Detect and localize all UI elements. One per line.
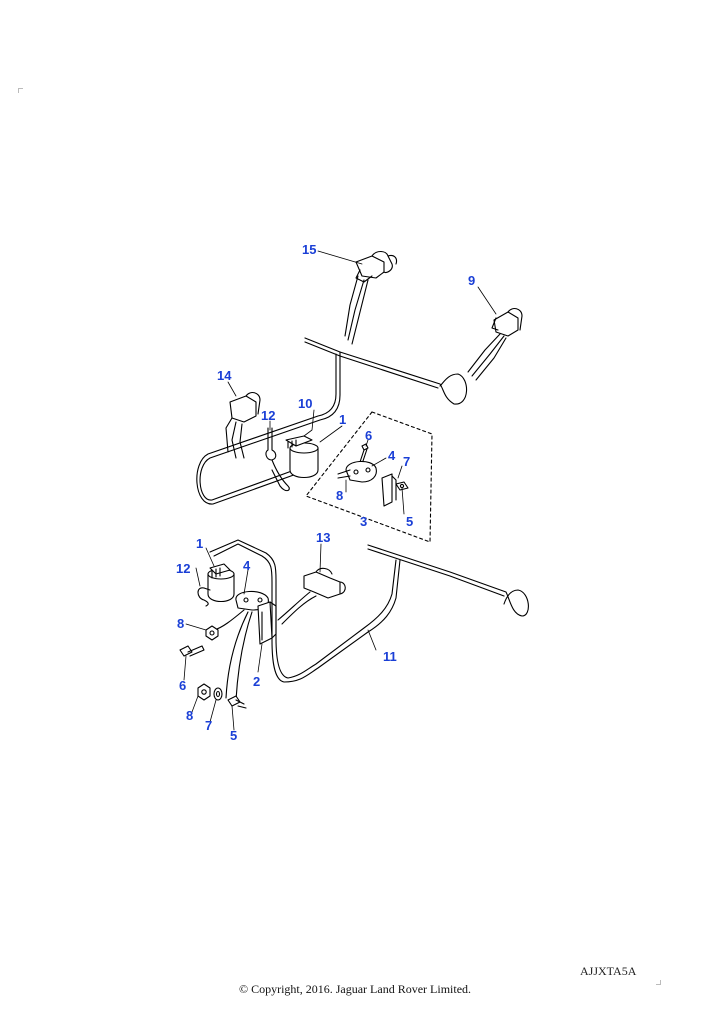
- upper-brake-pipe: [196, 337, 468, 505]
- bolt-6-lower-icon: [179, 645, 205, 657]
- clip-12-upper-icon: [265, 427, 290, 492]
- pipe-run-lower-d: [277, 591, 311, 621]
- diagram-reference-code: AJJXTA5A: [580, 964, 637, 978]
- callout-2: 2: [253, 674, 260, 689]
- callout-4-lower: 4: [243, 558, 251, 573]
- pipe-fitting-9-icon: [467, 307, 523, 381]
- pipe-fitting-15-icon: [344, 250, 398, 345]
- nut-8-lower-b-icon: [197, 683, 211, 701]
- callout-8-lower: 8: [177, 616, 184, 631]
- callout-4-kit: 4: [388, 448, 396, 463]
- callout-14: 14: [217, 368, 232, 383]
- callout-1-lower: 1: [196, 536, 203, 551]
- clamp-4-kit-icon: [337, 460, 377, 483]
- pipe-fitting-13-icon: [303, 567, 346, 599]
- bracket-2-icon: [257, 601, 277, 645]
- nut-8-lower-icon: [205, 625, 219, 641]
- callout-8-kit: 8: [336, 488, 343, 503]
- pipe-run-lower-e: [281, 595, 317, 625]
- bolt-6-kit-icon: [359, 443, 369, 463]
- callout-8-lower-b: 8: [186, 708, 193, 723]
- callout-5-lower: 5: [230, 728, 237, 743]
- callout-6-lower: 6: [179, 678, 186, 693]
- kit-3-dashed-outline: [305, 411, 433, 543]
- pipe-run-lower-c: [235, 611, 253, 701]
- callout-12-upper: 12: [261, 408, 275, 423]
- bracket-kit-icon: [381, 473, 409, 507]
- pipe-fitting-14-icon: [225, 391, 261, 459]
- callout-12-lower: 12: [176, 561, 190, 576]
- callout-15: 15: [302, 242, 316, 257]
- callout-6-kit: 6: [365, 428, 372, 443]
- copyright-notice: © Copyright, 2016. Jaguar Land Rover Lim…: [238, 982, 472, 996]
- callout-10: 10: [298, 396, 312, 411]
- callout-1-upper: 1: [339, 412, 346, 427]
- callout-13: 13: [316, 530, 330, 545]
- leader-lines: [183, 250, 497, 731]
- bolt-5-lower-icon: [227, 695, 247, 709]
- callout-3: 3: [360, 514, 367, 529]
- clip-12-lower-icon: [197, 587, 211, 607]
- callout-5-kit: 5: [406, 514, 413, 529]
- lower-brake-pipe: [209, 539, 529, 683]
- pipe-run-lower-b: [225, 611, 249, 699]
- pipe-run-lower-a: [213, 609, 245, 631]
- washer-7-lower-icon: [213, 687, 223, 701]
- mounting-bracket-1-upper-icon: [285, 435, 319, 479]
- crop-mark-bottom-right: [656, 980, 661, 985]
- callout-7-lower: 7: [205, 718, 212, 733]
- callout-7-kit: 7: [403, 454, 410, 469]
- callout-11: 11: [383, 649, 397, 664]
- mounting-bracket-1-lower-icon: [207, 563, 235, 603]
- callout-9: 9: [468, 273, 475, 288]
- crop-mark-top-left: [18, 88, 23, 93]
